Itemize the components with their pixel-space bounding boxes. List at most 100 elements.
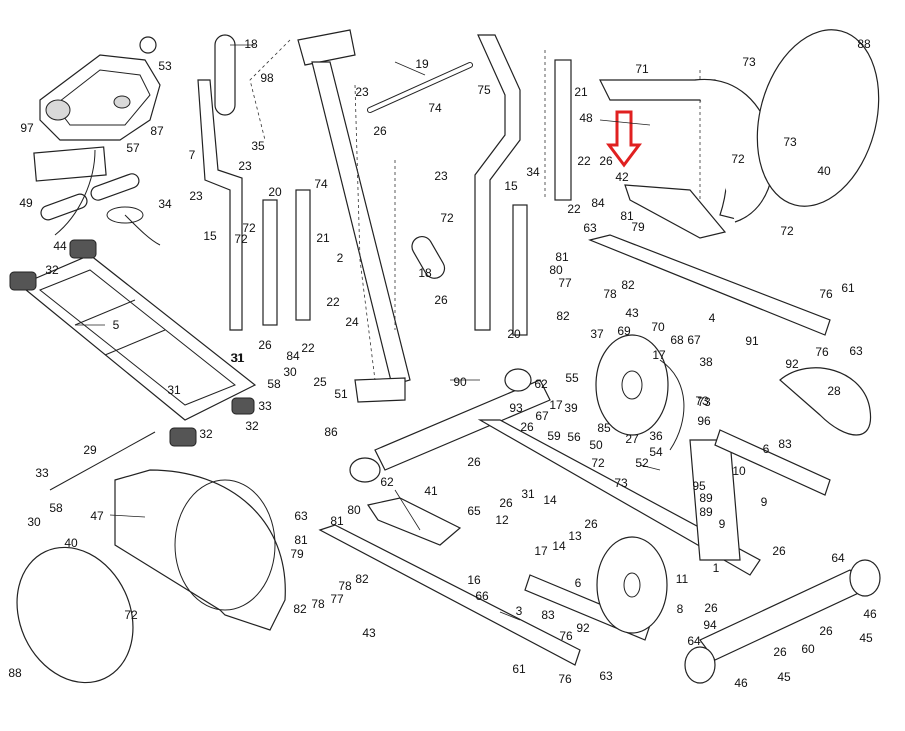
part-label: 72	[591, 456, 605, 470]
part-label: 46	[734, 676, 748, 690]
part-label: 9	[718, 517, 726, 531]
part-label: 22	[301, 341, 315, 355]
part-label: 26	[772, 544, 786, 558]
part-label: 62	[380, 475, 394, 489]
part-label: 3	[515, 604, 523, 618]
part-label: 26	[819, 624, 833, 638]
part-label: 76	[559, 629, 573, 643]
part-label: 42	[615, 170, 629, 184]
part-label: 97	[20, 121, 34, 135]
part-label: 26	[704, 601, 718, 615]
part-label: 17	[652, 348, 666, 362]
part-label: 56	[567, 430, 581, 444]
part-label: 61	[512, 662, 526, 676]
part-label: 79	[290, 547, 304, 561]
part-label: 17	[534, 544, 548, 558]
part-label: 10	[732, 464, 746, 478]
part-label: 89	[699, 491, 713, 505]
part-label: 81	[294, 533, 308, 547]
front-frame	[349, 368, 761, 576]
part-label: 17	[549, 398, 563, 412]
part-label: 23	[355, 85, 369, 99]
lower-shroud-47	[114, 469, 286, 631]
part-label: 83	[541, 608, 555, 622]
part-label: 74	[428, 101, 442, 115]
part-label: 63	[294, 509, 308, 523]
part-label: 20	[507, 327, 521, 341]
part-label: 81	[555, 250, 569, 264]
part-label: 26	[520, 420, 534, 434]
pulley-8	[596, 536, 668, 634]
part-label: 26	[584, 517, 598, 531]
part-label: 30	[27, 515, 41, 529]
rail-6	[714, 429, 831, 496]
part-label: 51	[334, 387, 348, 401]
part-label: 83	[778, 437, 792, 451]
part-label: 66	[475, 589, 489, 603]
part-label: 28	[827, 384, 841, 398]
part-label: 92	[785, 357, 799, 371]
flywheel-37	[595, 334, 685, 451]
part-label: 37	[590, 327, 604, 341]
part-label: 94	[703, 618, 717, 632]
part-label: 31	[230, 351, 244, 365]
part-label: 71	[635, 62, 649, 76]
part-label: 14	[543, 493, 557, 507]
axle-29	[49, 431, 156, 491]
part-label: 76	[815, 345, 829, 359]
part-label: 4	[708, 311, 716, 325]
part-label: 73	[783, 135, 797, 149]
part-label: 72	[731, 152, 745, 166]
part-label: 33	[35, 466, 49, 480]
part-label: 79	[631, 220, 645, 234]
part-label: 25	[313, 375, 327, 389]
part-label: 63	[583, 221, 597, 235]
part-label: 62	[534, 377, 548, 391]
part-label: 52	[635, 456, 649, 470]
part-label: 69	[617, 324, 631, 338]
part-label: 2	[336, 251, 344, 265]
part-label: 77	[330, 592, 344, 606]
part-label: 36	[649, 429, 663, 443]
part-label: 58	[267, 377, 281, 391]
part-label: 7	[188, 148, 196, 162]
part-label: 34	[158, 197, 172, 211]
part-label: 82	[621, 278, 635, 292]
part-label: 40	[64, 536, 78, 550]
part-label: 26	[373, 124, 387, 138]
belt-28	[779, 367, 872, 436]
part-label: 8	[676, 602, 684, 616]
part-label: 72	[242, 221, 256, 235]
console-assembly	[39, 36, 161, 141]
part-label: 82	[556, 309, 570, 323]
part-label: 86	[324, 425, 338, 439]
part-label: 38	[699, 355, 713, 369]
part-label: 32	[245, 419, 259, 433]
part-label: 19	[415, 57, 429, 71]
part-label: 98	[260, 71, 274, 85]
part-label: 65	[467, 504, 481, 518]
part-label: 78	[338, 579, 352, 593]
part-label: 76	[819, 287, 833, 301]
part-label: 95	[692, 479, 706, 493]
part-label: 61	[841, 281, 855, 295]
part-label: 6	[762, 442, 770, 456]
part-label: 72	[234, 232, 248, 246]
part-label: 43	[362, 626, 376, 640]
part-label: 45	[859, 631, 873, 645]
part-label: 31	[231, 351, 245, 365]
part-label: 31	[167, 383, 181, 397]
part-label: 32	[199, 427, 213, 441]
part-label: 59	[547, 429, 561, 443]
part-label: 58	[49, 501, 63, 515]
part-label: 26	[467, 455, 481, 469]
part-label: 20	[268, 185, 282, 199]
part-label: 44	[53, 239, 67, 253]
part-label: 26	[599, 154, 613, 168]
part-label: 49	[19, 196, 33, 210]
part-label: 30	[283, 365, 297, 379]
part-label: 18	[244, 37, 258, 51]
part-label: 39	[564, 401, 578, 415]
part-label: 26	[499, 496, 513, 510]
part-label: 70	[651, 320, 665, 334]
